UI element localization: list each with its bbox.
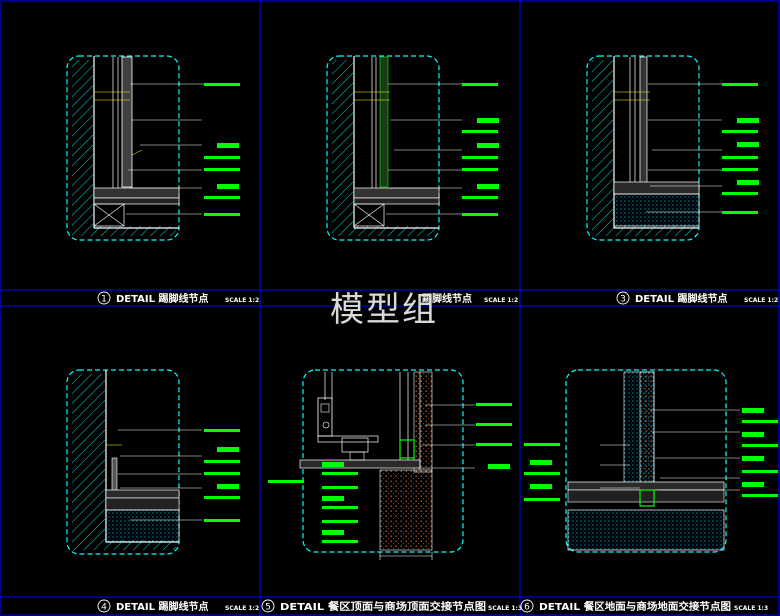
- watermark: 模型组: [330, 290, 438, 330]
- caption-5: 5 DETAIL 餐区顶面与商场顶面交接节点图 SCALE 1:3: [261, 599, 522, 613]
- caption-6: 6 DETAIL 餐区地面与商场地面交接节点图 SCALE 1:3: [520, 599, 768, 613]
- detail-4-skirting: [66, 369, 240, 555]
- svg-text:4: 4: [101, 603, 107, 613]
- caption-2: 踢脚线节点 SCALE 1:2: [422, 292, 518, 305]
- svg-text:DETAIL 餐区顶面与商场顶面交接节点图: DETAIL 餐区顶面与商场顶面交接节点图: [280, 600, 486, 613]
- svg-text:SCALE 1:2: SCALE 1:2: [744, 297, 778, 304]
- svg-text:SCALE 1:2: SCALE 1:2: [225, 605, 259, 612]
- svg-text:DETAIL 踢脚线节点: DETAIL 踢脚线节点: [635, 292, 728, 305]
- caption-3: 3 DETAIL 踢脚线节点 SCALE 1:2: [616, 291, 778, 305]
- detail-2-tags: [462, 83, 499, 216]
- detail-5-ceiling-junction: [268, 369, 512, 560]
- detail-2-skirting: [326, 55, 499, 241]
- detail-1-tags: [204, 83, 240, 216]
- svg-text:DETAIL 踢脚线节点: DETAIL 踢脚线节点: [116, 600, 209, 613]
- svg-text:DETAIL 餐区地面与商场地面交接节点图: DETAIL 餐区地面与商场地面交接节点图: [539, 600, 731, 613]
- svg-text:DETAIL 踢脚线节点: DETAIL 踢脚线节点: [116, 292, 209, 305]
- svg-text:SCALE 1:2: SCALE 1:2: [225, 297, 259, 304]
- svg-text:1: 1: [101, 295, 107, 305]
- svg-text:SCALE 1:2: SCALE 1:2: [484, 297, 518, 304]
- svg-text:踢脚线节点: 踢脚线节点: [422, 292, 472, 305]
- detail-3-tags: [722, 83, 759, 214]
- detail-6-tags: [524, 408, 778, 501]
- detail-4-tags: [204, 429, 240, 522]
- detail-3-skirting: [586, 55, 759, 241]
- detail-1-skirting: [66, 55, 240, 241]
- svg-text:SCALE 1:3: SCALE 1:3: [488, 605, 522, 612]
- svg-text:5: 5: [265, 603, 271, 613]
- svg-text:3: 3: [620, 295, 626, 305]
- caption-4: 4 DETAIL 踢脚线节点 SCALE 1:2: [97, 599, 259, 613]
- detail-6-floor-junction: [524, 369, 778, 553]
- svg-text:SCALE 1:3: SCALE 1:3: [734, 605, 768, 612]
- detail-5-tags: [268, 403, 512, 543]
- svg-text:6: 6: [524, 603, 530, 613]
- caption-1: 1 DETAIL 踢脚线节点 SCALE 1:2: [97, 291, 259, 305]
